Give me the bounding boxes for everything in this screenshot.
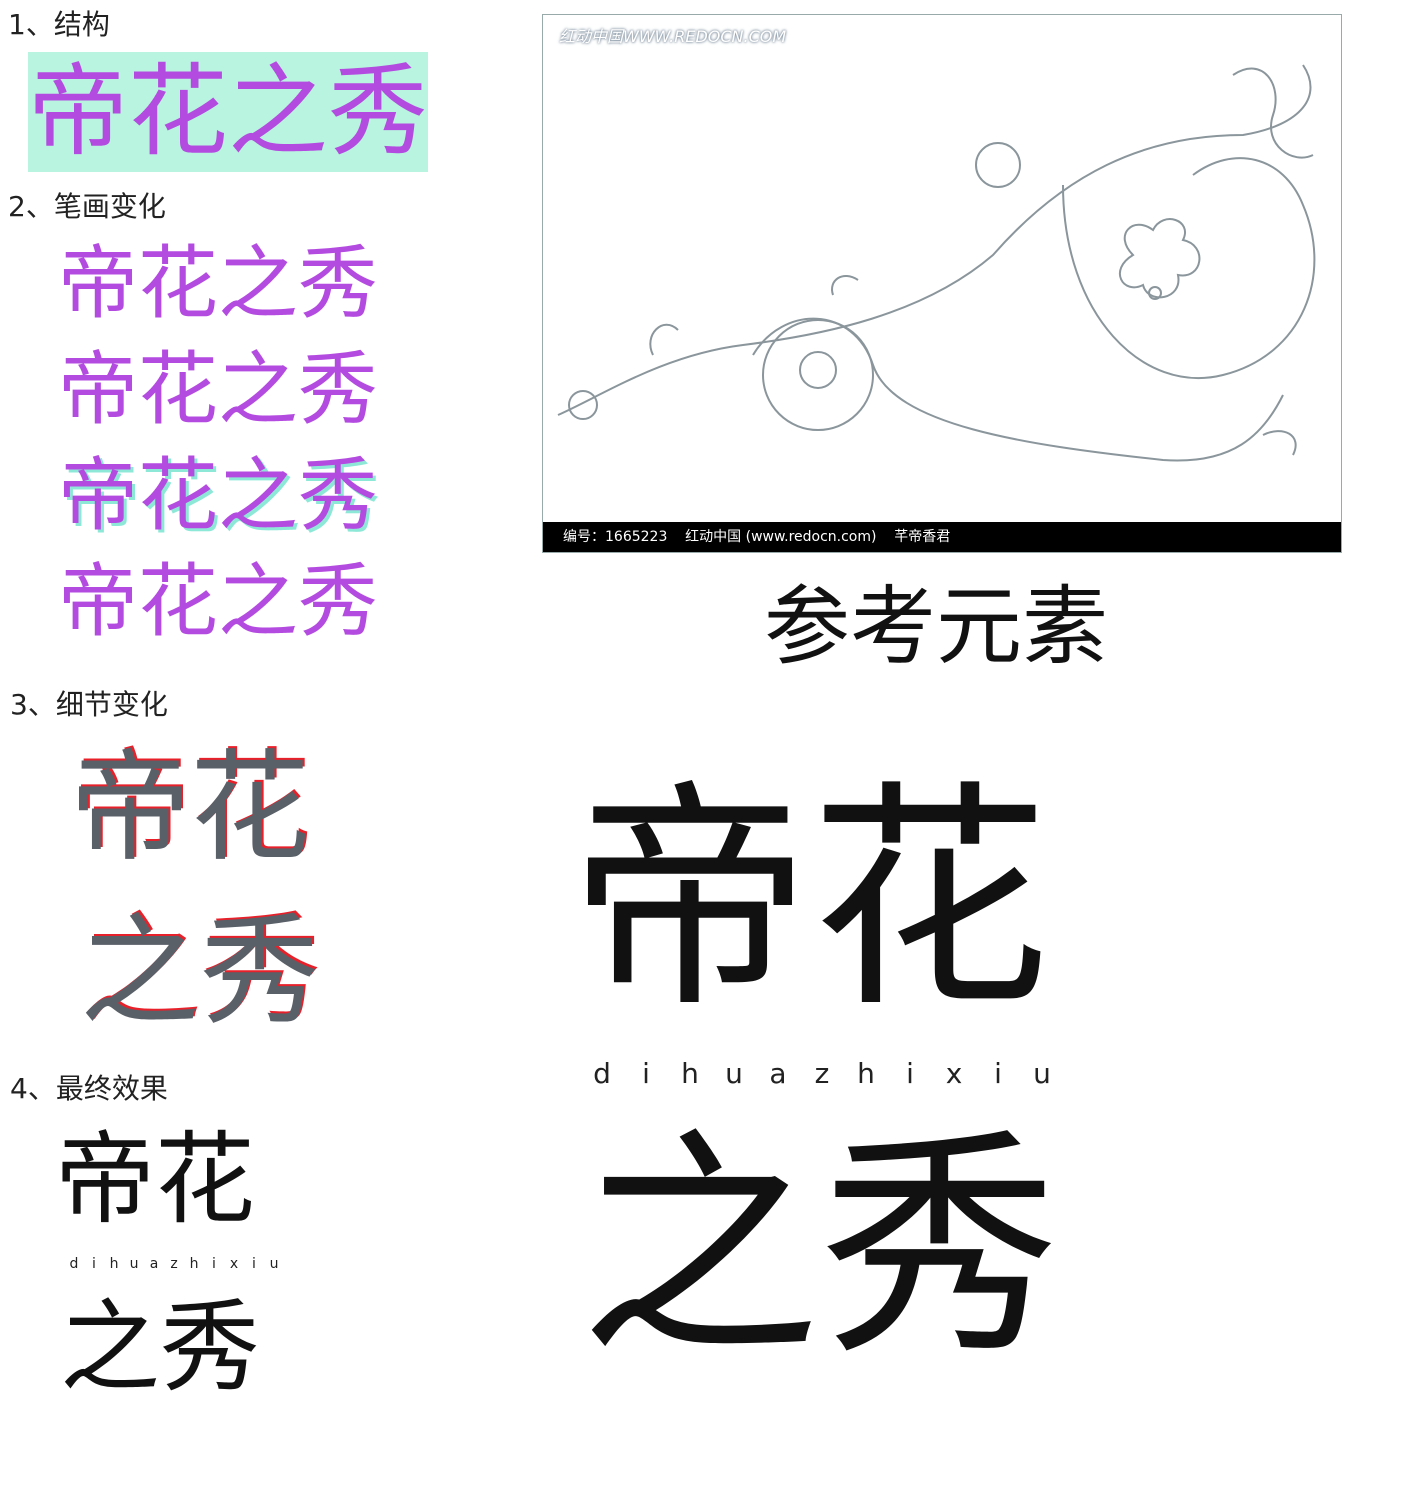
- pinyin-letter: i: [994, 1057, 1002, 1090]
- pinyin-letter: u: [1033, 1057, 1051, 1090]
- final-small-line2: 之秀: [60, 1289, 260, 1406]
- pinyin-letter: i: [642, 1057, 650, 1090]
- pinyin-letter: x: [945, 1057, 963, 1090]
- section-label-structure: 1、结构: [8, 8, 110, 41]
- section-label-stroke-change: 2、笔画变化: [8, 190, 166, 223]
- pinyin-letter: u: [129, 1256, 139, 1272]
- reference-image: 红动中国WWW.REDOCN.COM 编号：1665223 红动中国 (www.…: [542, 14, 1342, 553]
- pinyin-letter: u: [269, 1256, 279, 1272]
- final-large-line2: 之秀: [580, 1108, 1061, 1388]
- pinyin-letter: z: [170, 1256, 178, 1272]
- stroke-variant-2: 帝花之秀: [58, 343, 378, 436]
- detail-lettering-line1: 帝花: [70, 739, 310, 878]
- pinyin-letter: i: [906, 1057, 914, 1090]
- pinyin-letter: u: [725, 1057, 743, 1090]
- pinyin-letter: a: [149, 1256, 159, 1272]
- section-label-final-effect: 4、最终效果: [10, 1072, 168, 1105]
- pinyin-letter: h: [109, 1256, 119, 1272]
- section-label-detail-change: 3、细节变化: [10, 688, 168, 721]
- final-large-line1: 帝花: [570, 760, 1051, 1040]
- final-small-line1: 帝花: [55, 1121, 255, 1238]
- pinyin-letter: h: [189, 1256, 199, 1272]
- pinyin-letter: h: [857, 1057, 875, 1090]
- pinyin-letter: i: [252, 1256, 256, 1272]
- stroke-variant-4: 帝花之秀: [58, 555, 378, 648]
- pinyin-letter: i: [212, 1256, 216, 1272]
- floral-ornament: [557, 64, 1316, 462]
- stroke-variant-3: 帝花之秀: [58, 449, 378, 542]
- pinyin-letter: d: [69, 1256, 79, 1272]
- watermark: 红动中国WWW.REDOCN.COM: [559, 27, 787, 46]
- pinyin-letter: d: [593, 1057, 611, 1090]
- structure-lettering: 帝花之秀: [28, 52, 428, 172]
- pinyin-letter: a: [769, 1057, 787, 1090]
- pinyin-letter: i: [92, 1256, 96, 1272]
- stroke-variant-1: 帝花之秀: [58, 237, 378, 330]
- pinyin-letter: h: [681, 1057, 699, 1090]
- reference-title: 参考元素: [764, 577, 1108, 677]
- detail-lettering-line2: 之秀: [80, 903, 320, 1042]
- pinyin-letter: x: [229, 1256, 239, 1272]
- image-caption: 编号：1665223 红动中国 (www.redocn.com) 芊帝香君: [543, 522, 1341, 552]
- pinyin-letter: z: [814, 1057, 830, 1090]
